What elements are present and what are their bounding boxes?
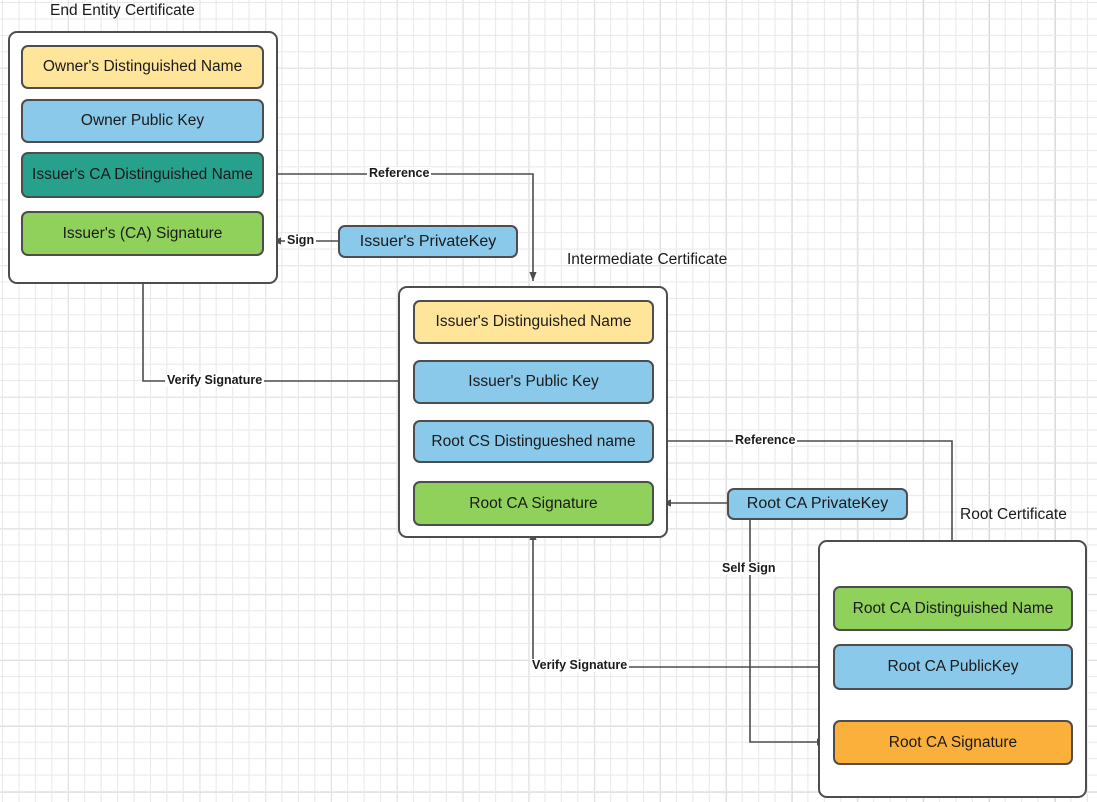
- issuer-private-key-box[interactable]: Issuer's PrivateKey: [338, 225, 518, 258]
- intermediate-row-root-cs-distinguished-name[interactable]: Root CS Distingueshed name: [413, 420, 654, 463]
- end-entity-row-issuer-ca-signature[interactable]: Issuer's (CA) Signature: [21, 211, 264, 256]
- root-row-root-ca-distinguished-name[interactable]: Root CA Distinguished Name: [833, 586, 1073, 631]
- edge-label-reference-top: Reference: [367, 166, 432, 180]
- end-entity-row-owner-distinguished-name[interactable]: Owner's Distinguished Name: [21, 45, 264, 89]
- root-row-root-ca-signature[interactable]: Root CA Signature: [833, 720, 1073, 765]
- intermediate-row-root-ca-signature[interactable]: Root CA Signature: [413, 481, 654, 526]
- connector-verify-signature-bottom: [529, 531, 833, 668]
- caption-intermediate-certificate: Intermediate Certificate: [567, 251, 728, 268]
- connector-verify-signature-top: [139, 268, 413, 382]
- edge-label-verify-signature-bottom: Verify Signature: [530, 658, 630, 672]
- root-row-root-ca-public-key[interactable]: Root CA PublicKey: [833, 644, 1073, 690]
- intermediate-row-issuer-distinguished-name[interactable]: Issuer's Distinguished Name: [413, 300, 654, 344]
- caption-root-certificate: Root Certificate: [960, 506, 1067, 523]
- end-entity-row-owner-public-key[interactable]: Owner Public Key: [21, 99, 264, 143]
- edge-label-reference-bottom: Reference: [733, 433, 798, 447]
- edge-label-sign-top: Sign: [285, 233, 317, 247]
- edge-label-verify-signature-top: Verify Signature: [165, 373, 265, 387]
- connector-self-sign: [749, 520, 826, 746]
- connector-reference-top: [264, 173, 537, 281]
- caption-end-entity-certificate: End Entity Certificate: [50, 2, 195, 19]
- edge-label-self-sign: Self Sign: [720, 561, 778, 575]
- intermediate-row-issuer-public-key[interactable]: Issuer's Public Key: [413, 360, 654, 404]
- root-ca-private-key-box[interactable]: Root CA PrivateKey: [727, 488, 908, 520]
- end-entity-row-issuer-ca-distinguished-name[interactable]: Issuer's CA Distinguished Name: [21, 152, 264, 198]
